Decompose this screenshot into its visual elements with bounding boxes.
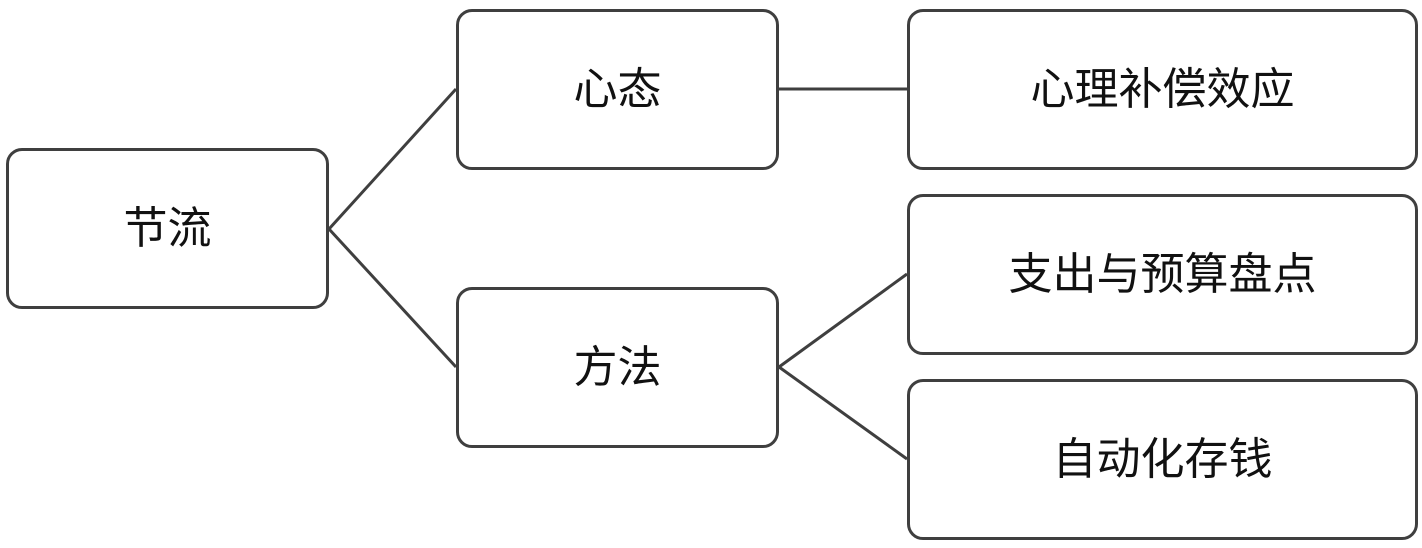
connector-method-auto-saving <box>778 365 908 461</box>
connector-root-method <box>327 227 458 369</box>
leaf-node-psychological-compensation: 心理补偿效应 <box>907 9 1418 170</box>
connector-method-budget <box>778 272 908 369</box>
leaf-node-label: 心理补偿效应 <box>1030 63 1295 115</box>
leaf-node-label: 自动化存钱 <box>1052 433 1273 485</box>
root-node-label: 节流 <box>123 202 212 254</box>
branch-node-mindset: 心态 <box>456 9 779 170</box>
connector-root-mindset <box>327 87 458 231</box>
leaf-node-label: 支出与预算盘点 <box>1008 248 1317 300</box>
branch-node-label: 方法 <box>573 341 662 393</box>
leaf-node-expense-budget-review: 支出与预算盘点 <box>907 194 1418 355</box>
leaf-node-automatic-saving: 自动化存钱 <box>907 379 1418 540</box>
root-node: 节流 <box>6 148 329 309</box>
branch-node-method: 方法 <box>456 287 779 448</box>
branch-node-label: 心态 <box>573 63 662 115</box>
